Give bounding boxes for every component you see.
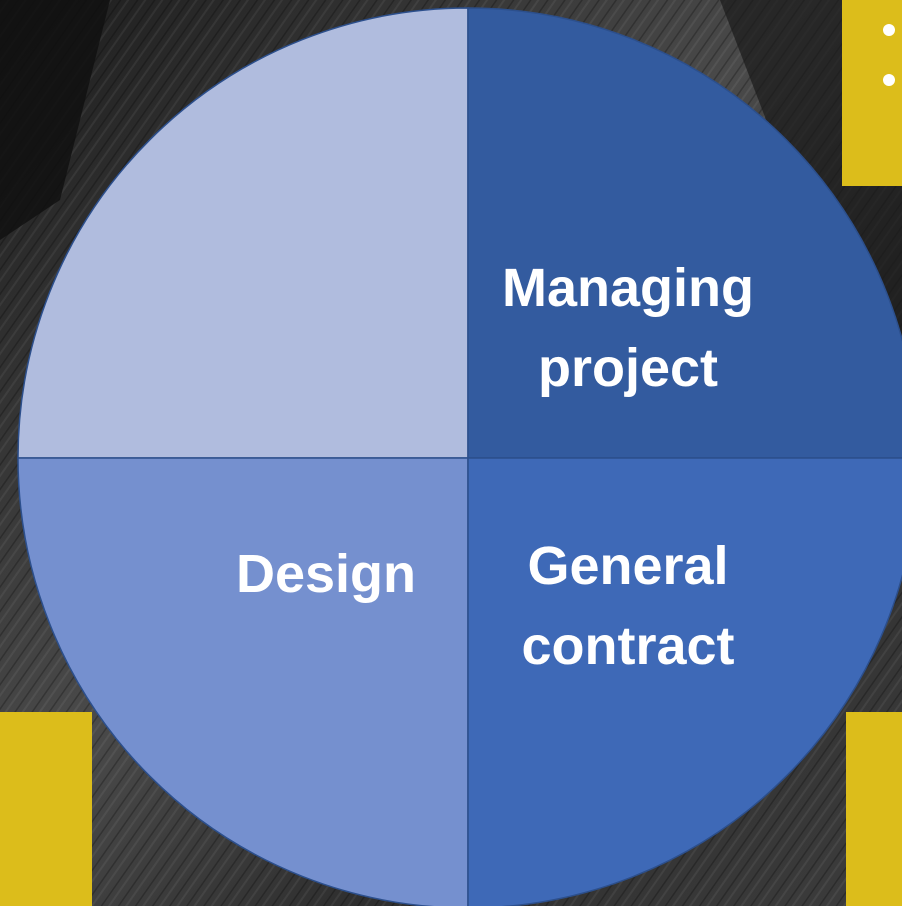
- quadrant-top-left: [17, 7, 469, 459]
- label-contract: contract: [521, 616, 734, 676]
- background-shadow-shape: [0, 0, 110, 240]
- accent-block-bottom-right: [846, 712, 902, 906]
- bullet-dot: [883, 24, 895, 36]
- label-project: project: [538, 338, 718, 398]
- bullet-dot: [883, 74, 895, 86]
- label-general: General: [527, 536, 728, 596]
- quadrant-circle: [17, 7, 902, 906]
- accent-block-bottom-left: [0, 712, 92, 906]
- quadrant-bottom-left: [17, 457, 469, 906]
- label-design: Design: [236, 544, 416, 604]
- quadrant-bottom-right: [467, 457, 902, 906]
- quadrant-top-right: [467, 7, 902, 459]
- label-managing: Managing: [502, 258, 754, 318]
